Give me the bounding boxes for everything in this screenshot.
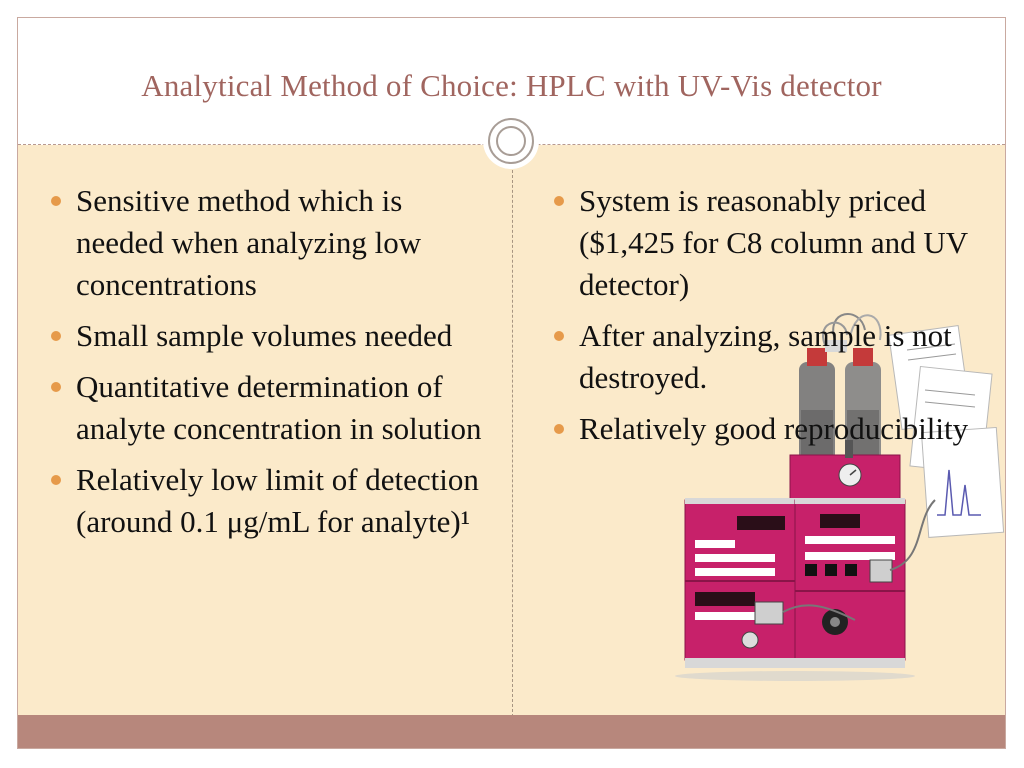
bullet-item: Small sample volumes needed: [46, 315, 496, 357]
bullet-item: System is reasonably priced ($1,425 for …: [549, 180, 989, 306]
bullet-item: Quantitative determination of analyte co…: [46, 366, 496, 450]
slide: Analytical Method of Choice: HPLC with U…: [17, 17, 1006, 749]
bullet-text: Quantitative determination of analyte co…: [76, 369, 482, 446]
right-bullet-list: System is reasonably priced ($1,425 for …: [549, 180, 989, 459]
hplc-instrument-image: [675, 313, 1005, 681]
left-bullet-list: Sensitive method which is needed when an…: [46, 180, 496, 552]
bullet-item: Sensitive method which is needed when an…: [46, 180, 496, 306]
bullet-item: Relatively good reproducibility: [549, 408, 989, 450]
bullet-dot-icon: [51, 475, 61, 485]
bullet-text: Small sample volumes needed: [76, 318, 453, 353]
bullet-item: After analyzing, sample is not destroyed…: [549, 315, 989, 399]
bullet-text: Sensitive method which is needed when an…: [76, 183, 422, 302]
bullet-text: After analyzing, sample is not destroyed…: [579, 318, 952, 395]
circle-ornament-icon: [485, 115, 537, 167]
content-area: Sensitive method which is needed when an…: [18, 145, 1005, 717]
solvent-bottles: [799, 340, 881, 462]
bullet-dot-icon: [51, 196, 61, 206]
title-area: Analytical Method of Choice: HPLC with U…: [18, 18, 1005, 144]
bullet-dot-icon: [554, 331, 564, 341]
bullet-item: Relatively low limit of detection (aroun…: [46, 459, 496, 543]
bullet-dot-icon: [51, 382, 61, 392]
bullet-dot-icon: [51, 331, 61, 341]
bullet-text: Relatively low limit of detection (aroun…: [76, 462, 479, 539]
footer-band: [18, 715, 1005, 748]
slide-title: Analytical Method of Choice: HPLC with U…: [141, 68, 882, 103]
bullet-dot-icon: [554, 424, 564, 434]
bullet-text: Relatively good reproducibility: [579, 411, 969, 446]
chart-printouts: [888, 325, 1005, 538]
column-divider: [512, 145, 513, 717]
bullet-dot-icon: [554, 196, 564, 206]
bullet-text: System is reasonably priced ($1,425 for …: [579, 183, 968, 302]
